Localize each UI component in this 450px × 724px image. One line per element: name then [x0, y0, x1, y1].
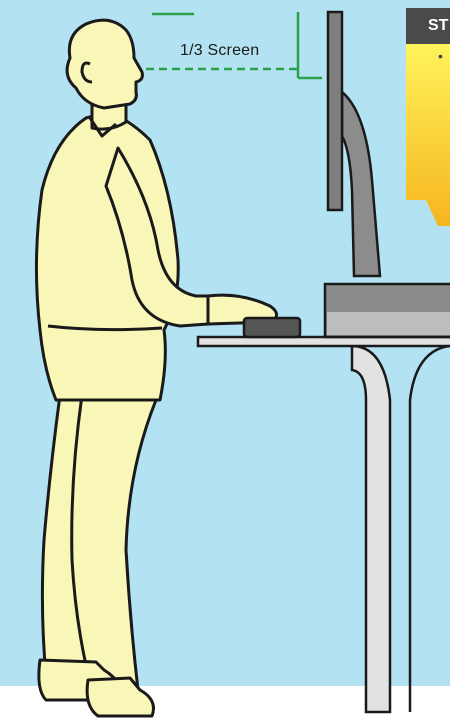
- monitor-screen: [328, 12, 342, 210]
- monitor-base-shadow: [327, 312, 450, 335]
- callout-bullet: •: [438, 48, 450, 64]
- desk-top: [198, 337, 450, 346]
- callout-header: ST: [406, 8, 450, 44]
- keyboard: [244, 318, 300, 337]
- callout-box: [406, 44, 450, 226]
- callout-body: [406, 44, 450, 226]
- one-third-screen-label: 1/3 Screen: [180, 42, 259, 60]
